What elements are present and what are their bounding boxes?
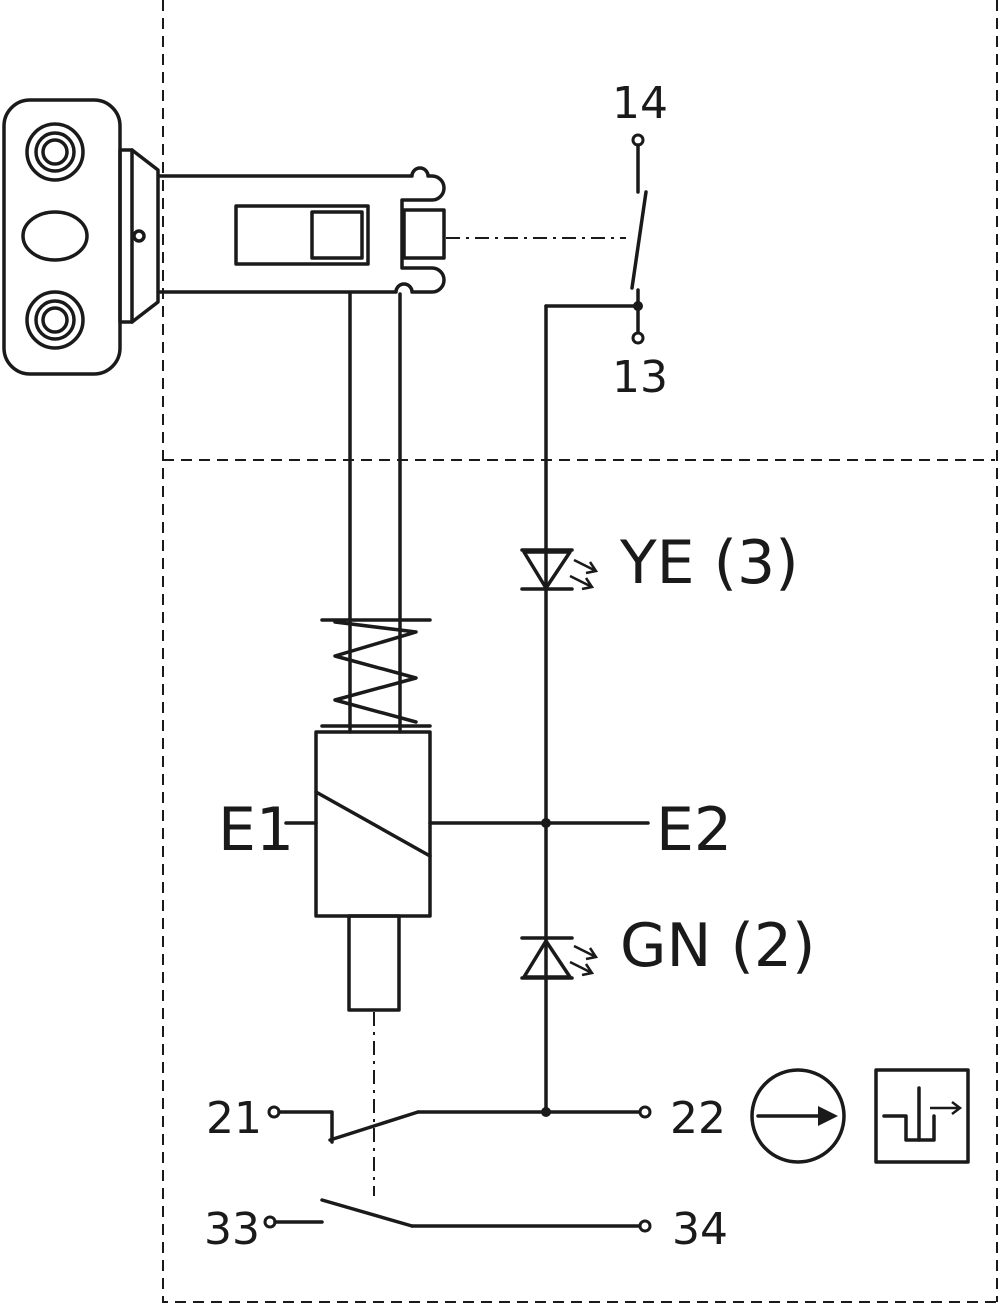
led-yellow-icon	[520, 548, 599, 591]
actuator-slide	[158, 166, 446, 294]
contact-21-22	[267, 1105, 652, 1144]
enclosure-boundary	[162, 0, 1000, 1303]
led-yellow-label: YE (3)	[619, 528, 799, 598]
solenoid-locking-icon	[874, 1068, 970, 1164]
coil-e1-label: E1	[218, 795, 294, 865]
contact-22-label: 22	[670, 1093, 726, 1144]
contact-14-label: 14	[612, 78, 668, 129]
solenoid-coil	[284, 730, 650, 1012]
led-green-icon	[520, 936, 599, 980]
contact-21-label: 21	[206, 1093, 262, 1144]
contact-13-14	[544, 133, 648, 345]
contact-33-label: 33	[204, 1204, 260, 1255]
actuator-head	[2, 98, 160, 376]
coil-e2-label: E2	[656, 795, 732, 865]
led-green-label: GN (2)	[620, 911, 815, 981]
contact-13-label: 13	[612, 352, 668, 403]
plunger-spring	[320, 292, 432, 734]
contact-33-34	[263, 1198, 652, 1233]
direct-opening-action-icon	[750, 1068, 846, 1164]
contact-34-label: 34	[672, 1204, 728, 1255]
